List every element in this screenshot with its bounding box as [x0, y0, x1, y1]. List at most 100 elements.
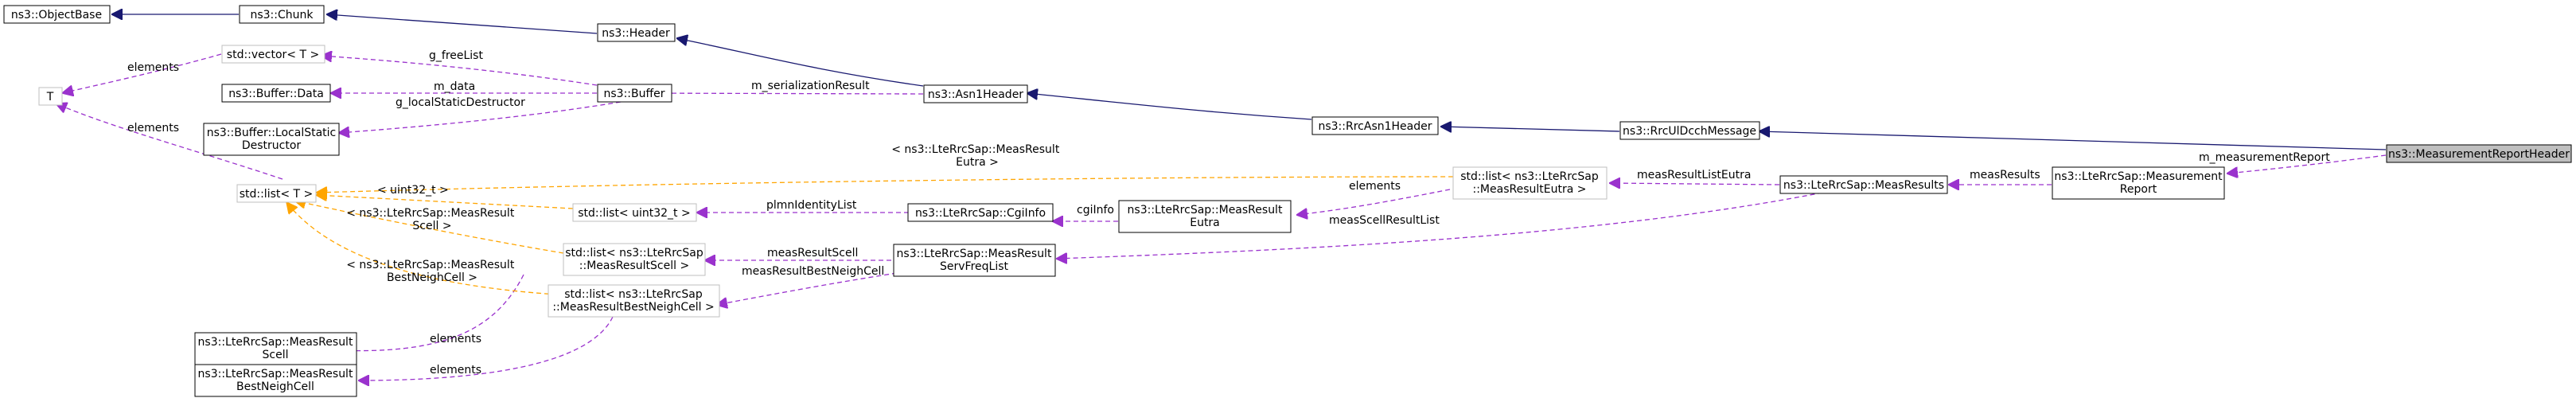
- svg-text:ns3::Buffer: ns3::Buffer: [604, 88, 665, 100]
- label-tpl-scell: < ns3::LteRrcSap::MeasResult Scell >: [346, 207, 518, 232]
- node-list-t[interactable]: std::list< T >: [236, 184, 317, 203]
- node-t[interactable]: T: [38, 87, 63, 106]
- edge-bestneigh-listbestneigh: [358, 316, 614, 380]
- svg-text:ns3::LteRrcSap::CgiInfo: ns3::LteRrcSap::CgiInfo: [915, 207, 1046, 220]
- svg-text:ns3::Chunk: ns3::Chunk: [250, 9, 314, 21]
- label-g-localstaticdestructor: g_localStaticDestructor: [396, 96, 525, 109]
- svg-text:ns3::ObjectBase: ns3::ObjectBase: [11, 9, 102, 21]
- node-rrculdcchmessage[interactable]: ns3::RrcUlDcchMessage: [1619, 121, 1760, 140]
- node-list-uint32[interactable]: std::list< uint32_t >: [572, 203, 697, 222]
- svg-text:::MeasResultBestNeighCell >: ::MeasResultBestNeighCell >: [552, 301, 714, 314]
- node-measurementreportheader[interactable]: ns3::MeasurementReportHeader: [2386, 144, 2572, 163]
- edge-labels: m_measurementReport measResults measResu…: [127, 49, 2330, 377]
- label-tpl-uint32: < uint32_t >: [377, 184, 449, 197]
- label-m-serializationresult: m_serializationResult: [751, 80, 870, 92]
- label-elements-scell: elements: [430, 333, 481, 345]
- svg-text:ns3::Buffer::LocalStatic: ns3::Buffer::LocalStatic: [207, 127, 337, 139]
- svg-text:Eutra: Eutra: [1190, 217, 1220, 229]
- edge-t-list: [56, 103, 283, 180]
- edge-header-chunk: [326, 14, 598, 34]
- node-list-measresultbestneighcell[interactable]: std::list< ns3::LteRrcSap ::MeasResultBe…: [548, 284, 720, 318]
- node-buffer-data[interactable]: ns3::Buffer::Data: [221, 84, 331, 103]
- label-tpl-eutra: < ns3::LteRrcSap::MeasResult Eutra >: [891, 143, 1063, 169]
- node-list-measresultscell[interactable]: std::list< ns3::LteRrcSap ::MeasResultSc…: [563, 243, 706, 276]
- label-m-data: m_data: [434, 80, 475, 93]
- node-chunk[interactable]: ns3::Chunk: [239, 5, 325, 24]
- svg-text:Report: Report: [2120, 183, 2157, 196]
- svg-text:ns3::Buffer::Data: ns3::Buffer::Data: [228, 88, 324, 100]
- svg-text:Scell: Scell: [263, 349, 289, 361]
- label-g-freelist: g_freeList: [429, 49, 483, 62]
- svg-text:ns3::Asn1Header: ns3::Asn1Header: [928, 88, 1023, 101]
- node-measresultscell[interactable]: ns3::LteRrcSap::MeasResult Scell: [194, 332, 357, 365]
- svg-text:std::list< ns3::LteRrcSap: std::list< ns3::LteRrcSap: [565, 247, 703, 259]
- node-header[interactable]: ns3::Header: [597, 23, 676, 42]
- node-list-measresulteutra[interactable]: std::list< ns3::LteRrcSap ::MeasResultEu…: [1452, 166, 1608, 200]
- label-cgiinfo: cgiInfo: [1077, 204, 1114, 217]
- edge-t-vector: [62, 53, 222, 93]
- label-elements-eutra: elements: [1349, 180, 1401, 193]
- node-objectbase[interactable]: ns3::ObjectBase: [3, 5, 111, 24]
- node-measresultbestneighcell[interactable]: ns3::LteRrcSap::MeasResult BestNeighCell: [194, 364, 357, 397]
- label-measresults: measResults: [1970, 169, 2040, 181]
- label-measresultscell: measResultScell: [767, 247, 858, 259]
- label-measresultlisteutra: measResultListEutra: [1637, 169, 1751, 181]
- svg-text:::MeasResultEutra >: ::MeasResultEutra >: [1473, 183, 1587, 196]
- edge-measreportheader-rrculdcch: [1759, 131, 2387, 150]
- label-elements-bestneigh: elements: [430, 364, 481, 377]
- node-measurementreport[interactable]: ns3::LteRrcSap::Measurement Report: [2052, 166, 2225, 200]
- svg-text:Destructor: Destructor: [242, 139, 302, 152]
- node-buffer[interactable]: ns3::Buffer: [597, 84, 672, 103]
- svg-text:std::vector< T >: std::vector< T >: [227, 49, 319, 61]
- svg-text:ns3::MeasurementReportHeader: ns3::MeasurementReportHeader: [2388, 148, 2570, 161]
- svg-text:ns3::LteRrcSap::MeasResult: ns3::LteRrcSap::MeasResult: [198, 368, 353, 380]
- edges: [56, 14, 2387, 380]
- svg-text:ns3::LteRrcSap::Measurement: ns3::LteRrcSap::Measurement: [2054, 170, 2223, 183]
- label-elements-list: elements: [127, 122, 179, 135]
- label-tpl-bestneigh: < ns3::LteRrcSap::MeasResult BestNeighCe…: [346, 259, 518, 284]
- node-measresultservfreqlist[interactable]: ns3::LteRrcSap::MeasResult ServFreqList: [893, 244, 1056, 277]
- edge-tpl-eutra: [316, 176, 1454, 193]
- node-measresulteutra[interactable]: ns3::LteRrcSap::MeasResult Eutra: [1118, 200, 1292, 233]
- svg-text:ServFreqList: ServFreqList: [940, 260, 1009, 273]
- edge-rrculdcch-rrcasn1header: [1440, 127, 1620, 131]
- node-buffer-localstaticdestructor[interactable]: ns3::Buffer::LocalStatic Destructor: [203, 123, 340, 156]
- svg-text:::MeasResultScell >: ::MeasResultScell >: [579, 259, 689, 272]
- nodes: ns3::ObjectBase ns3::Chunk ns3::Header n…: [3, 5, 2572, 397]
- svg-text:ns3::Header: ns3::Header: [602, 27, 670, 40]
- edge-servfreqlist-measresults: [1056, 190, 1831, 259]
- edge-tpl-uint32: [316, 195, 574, 209]
- edge-tpl-scell: [294, 201, 564, 254]
- svg-text:BestNeighCell: BestNeighCell: [236, 380, 314, 393]
- node-rrcasn1header[interactable]: ns3::RrcAsn1Header: [1311, 116, 1439, 135]
- label-measresultbestneighcell: measResultBestNeighCell: [742, 265, 884, 278]
- svg-text:T: T: [46, 91, 54, 103]
- edge-listeutra-measresults: [1609, 183, 1780, 185]
- svg-text:ns3::RrcAsn1Header: ns3::RrcAsn1Header: [1318, 120, 1432, 133]
- svg-text:std::list< ns3::LteRrcSap: std::list< ns3::LteRrcSap: [564, 288, 703, 301]
- edge-vector-buffer: [321, 56, 598, 86]
- label-measscellresultlist: measScellResultList: [1329, 214, 1440, 227]
- label-plmnidentitylist: plmnIdentityList: [766, 199, 857, 212]
- label-elements-vector: elements: [127, 61, 179, 74]
- edge-listbestneigh-servfreqlist: [716, 272, 898, 305]
- svg-text:ns3::LteRrcSap::MeasResult: ns3::LteRrcSap::MeasResult: [897, 248, 1052, 260]
- node-cgiinfo[interactable]: ns3::LteRrcSap::CgiInfo: [907, 203, 1054, 222]
- node-asn1header[interactable]: ns3::Asn1Header: [923, 84, 1028, 103]
- svg-text:std::list< T >: std::list< T >: [240, 188, 314, 201]
- edge-measresulteutra-listeutra: [1296, 189, 1451, 215]
- svg-text:ns3::LteRrcSap::MeasResult: ns3::LteRrcSap::MeasResult: [198, 336, 353, 349]
- svg-text:std::list< ns3::LteRrcSap: std::list< ns3::LteRrcSap: [1460, 170, 1599, 183]
- node-measresults[interactable]: ns3::LteRrcSap::MeasResults: [1779, 175, 1948, 194]
- svg-text:ns3::LteRrcSap::MeasResults: ns3::LteRrcSap::MeasResults: [1783, 179, 1944, 192]
- node-vector-t[interactable]: std::vector< T >: [221, 45, 325, 64]
- edge-asn1header-buffer: [633, 93, 924, 94]
- label-m-measurementreport: m_measurementReport: [2199, 151, 2330, 164]
- svg-text:std::list< uint32_t >: std::list< uint32_t >: [578, 207, 690, 220]
- svg-text:ns3::LteRrcSap::MeasResult: ns3::LteRrcSap::MeasResult: [1128, 204, 1283, 217]
- svg-text:ns3::RrcUlDcchMessage: ns3::RrcUlDcchMessage: [1623, 125, 1756, 138]
- edge-asn1header-header: [676, 38, 924, 87]
- edge-rrcasn1header-asn1header: [1027, 93, 1312, 120]
- edge-measreport-measreportheader: [2227, 154, 2387, 174]
